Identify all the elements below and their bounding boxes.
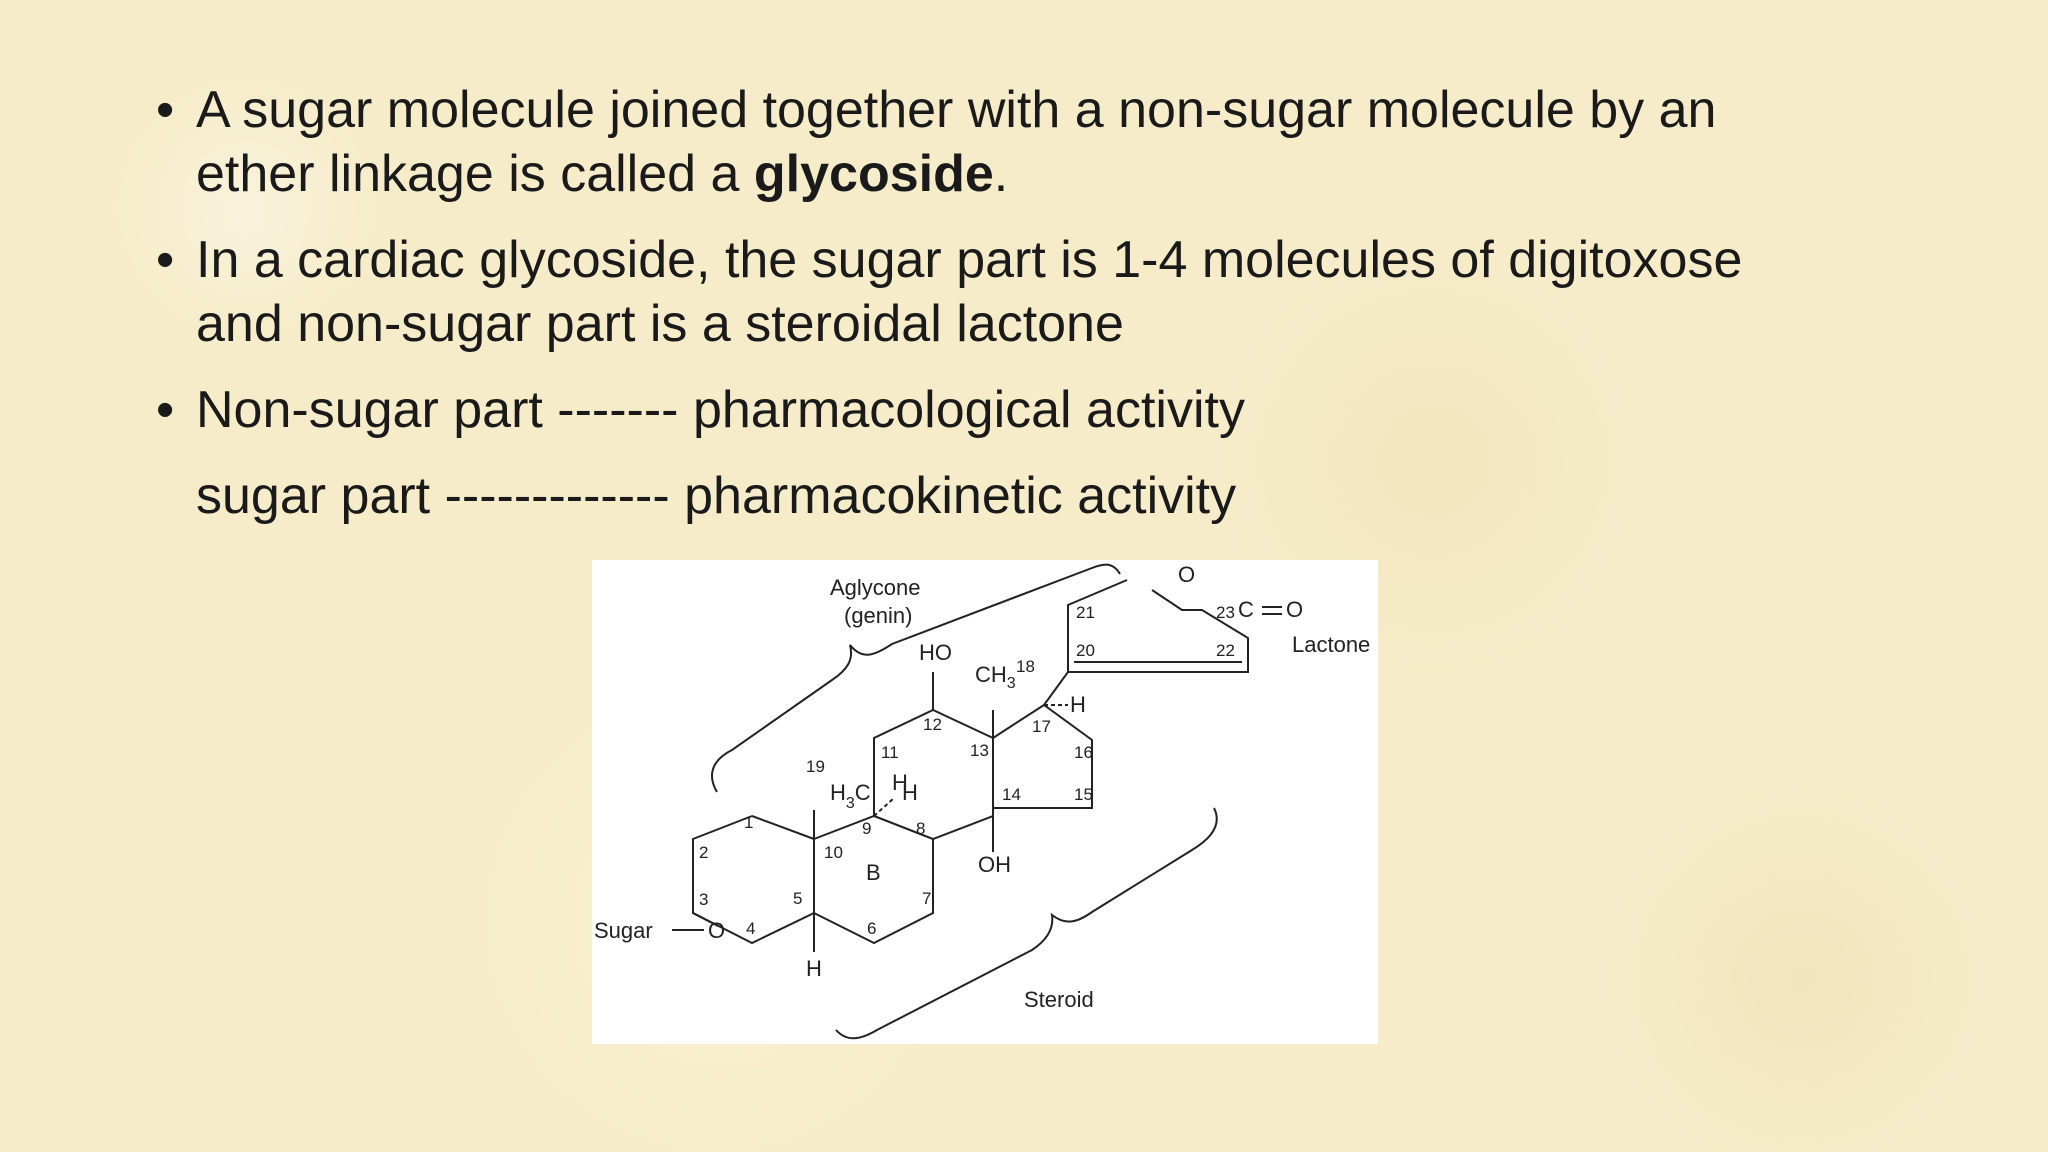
lactone-ring xyxy=(1068,589,1249,673)
lactone-ring-o-label: O xyxy=(1178,562,1195,587)
carbon-number: 22 xyxy=(1216,641,1235,660)
bullet-dot: • xyxy=(156,231,175,289)
ring-d xyxy=(992,703,1093,816)
h8-label: H xyxy=(902,780,918,805)
bullet-text: . xyxy=(993,145,1009,203)
carbon-number: 9 xyxy=(862,819,871,838)
carbon-number: 3 xyxy=(699,890,708,909)
steroid-brace xyxy=(835,807,1218,1040)
c23-label: C xyxy=(1238,597,1254,622)
carbon-number: 20 xyxy=(1076,641,1095,660)
ring-b-label: B xyxy=(866,860,881,885)
oh-label: OH xyxy=(978,852,1011,877)
bond-c3-o xyxy=(692,912,719,927)
structure-svg: Aglycone (genin) Steroid Lactone Sugar O… xyxy=(594,562,1370,1040)
aglycone-label: Aglycone xyxy=(830,575,921,600)
carbon-number: 7 xyxy=(922,889,931,908)
carbon-number: 12 xyxy=(923,715,942,734)
carbon-number: 15 xyxy=(1074,785,1093,804)
cardiac-glycoside-structure-diagram: Aglycone (genin) Steroid Lactone Sugar O… xyxy=(592,560,1378,1044)
sugar-part-line: sugar part ------------- pharmacokinetic… xyxy=(196,467,1237,525)
h5-label: H xyxy=(806,956,822,981)
bullet-cardiac-glycoside: • In a cardiac glycoside, the sugar part… xyxy=(150,228,1910,356)
h9-label: H xyxy=(892,770,908,795)
h3c-h: H xyxy=(830,780,846,805)
carbon-number: 21 xyxy=(1076,603,1095,622)
h3c-c: C xyxy=(855,780,871,805)
bullet-activity: • Non-sugar part ------- pharmacological… xyxy=(150,378,1910,442)
carbon-number: 23 xyxy=(1216,603,1235,622)
carbon-number: 11 xyxy=(881,743,899,762)
ch3-label: CH3 xyxy=(975,662,1016,692)
bullet-line: In a cardiac glycoside, the sugar part i… xyxy=(196,231,1743,289)
lactone-ring-left xyxy=(1067,579,1128,672)
bullet-line: A sugar molecule joined together with a … xyxy=(196,81,1717,139)
carbon-number: 1 xyxy=(744,813,753,832)
bullet-dot: • xyxy=(156,81,175,139)
sugar-label: Sugar xyxy=(594,918,653,943)
ch3-ch: CH xyxy=(975,662,1007,687)
bullet-dot: • xyxy=(156,381,175,439)
h17-label: H xyxy=(1070,692,1086,717)
bullet-line: Non-sugar part ------- pharmacological a… xyxy=(196,381,1245,439)
carbon-number: 14 xyxy=(1002,785,1021,804)
steroid-label: Steroid xyxy=(1024,987,1094,1012)
h3c-label: H3C xyxy=(830,780,871,812)
ch3-subscript: 3 xyxy=(1007,675,1016,692)
ho-label: HO xyxy=(919,640,952,665)
carbon-number: 10 xyxy=(824,843,843,862)
bond-c9-h xyxy=(873,797,895,817)
genin-label: (genin) xyxy=(844,603,912,628)
carbon-number: 6 xyxy=(867,919,876,938)
carbon-number: 8 xyxy=(916,819,925,838)
glycoside-term: glycoside xyxy=(753,145,994,203)
h3c-subscript: 3 xyxy=(846,795,855,812)
aglycone-brace xyxy=(711,563,1121,793)
bullet-text: ether linkage is called a xyxy=(196,145,754,203)
lactone-label: Lactone xyxy=(1292,632,1370,657)
carbon-number: 19 xyxy=(806,757,825,776)
carbon-number: 17 xyxy=(1032,717,1051,736)
bullet-line: and non-sugar part is a steroidal lacton… xyxy=(196,295,1124,353)
carbonyl-o-label: O xyxy=(1286,597,1303,622)
lactone-attachment xyxy=(1043,671,1069,706)
ring-b xyxy=(813,814,934,945)
bullet-line: ether linkage is called a glycoside. xyxy=(196,142,1910,206)
o-link-label: O xyxy=(708,918,725,943)
slide-text: • A sugar molecule joined together with … xyxy=(150,78,1910,528)
carbon-number: 4 xyxy=(746,919,755,938)
carbon-number: 18 xyxy=(1016,657,1035,676)
carbon-number: 2 xyxy=(699,843,708,862)
carbon-number: 13 xyxy=(970,741,989,760)
carbon-number: 5 xyxy=(793,889,802,908)
carbon-number: 16 xyxy=(1074,743,1093,762)
bullet-glycoside-definition: • A sugar molecule joined together with … xyxy=(150,78,1910,206)
